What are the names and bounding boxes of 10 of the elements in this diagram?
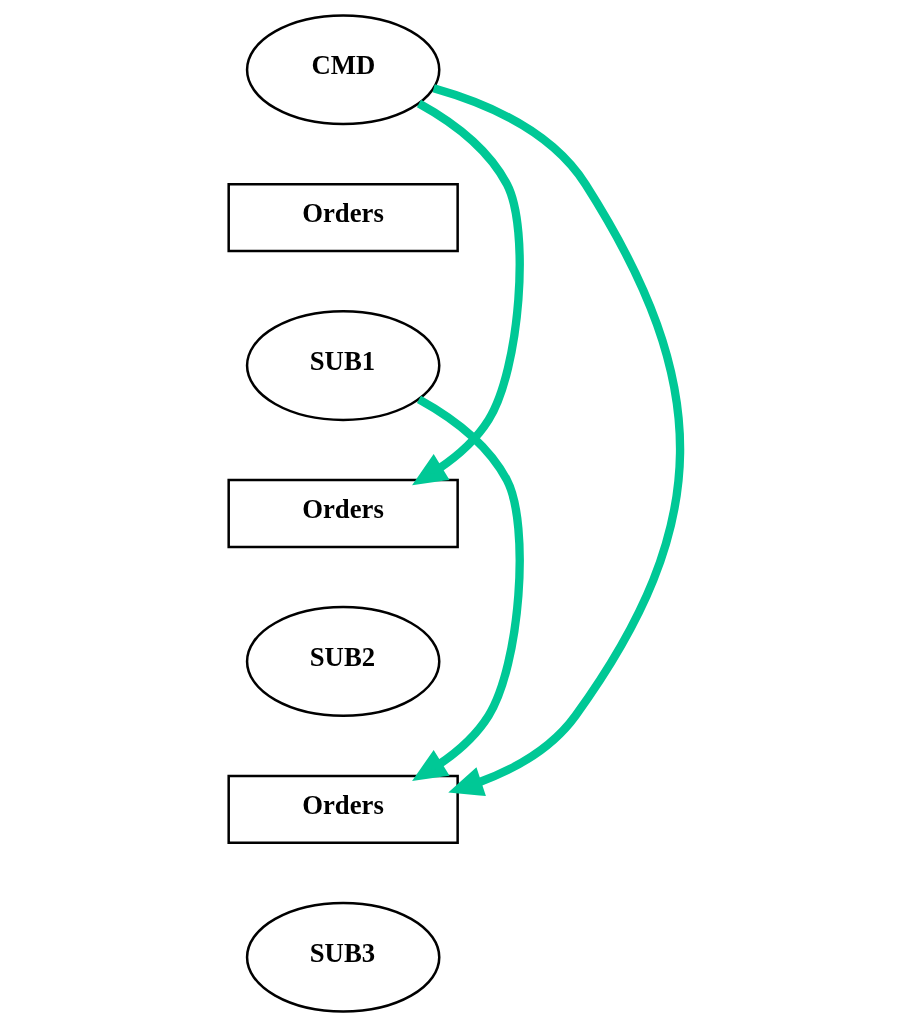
- node-ellipse: SUB1: [245, 310, 440, 422]
- node-box: Orders: [226, 478, 459, 549]
- node-box: Orders: [226, 774, 459, 844]
- node-ellipse: SUB3: [245, 901, 440, 1013]
- node-ellipse: SUB2: [245, 605, 440, 717]
- arrow: [411, 395, 524, 781]
- node-ellipse: CMD: [245, 14, 440, 126]
- node-box: Orders: [226, 183, 459, 253]
- arrow: [411, 99, 524, 486]
- arrow: [431, 84, 684, 797]
